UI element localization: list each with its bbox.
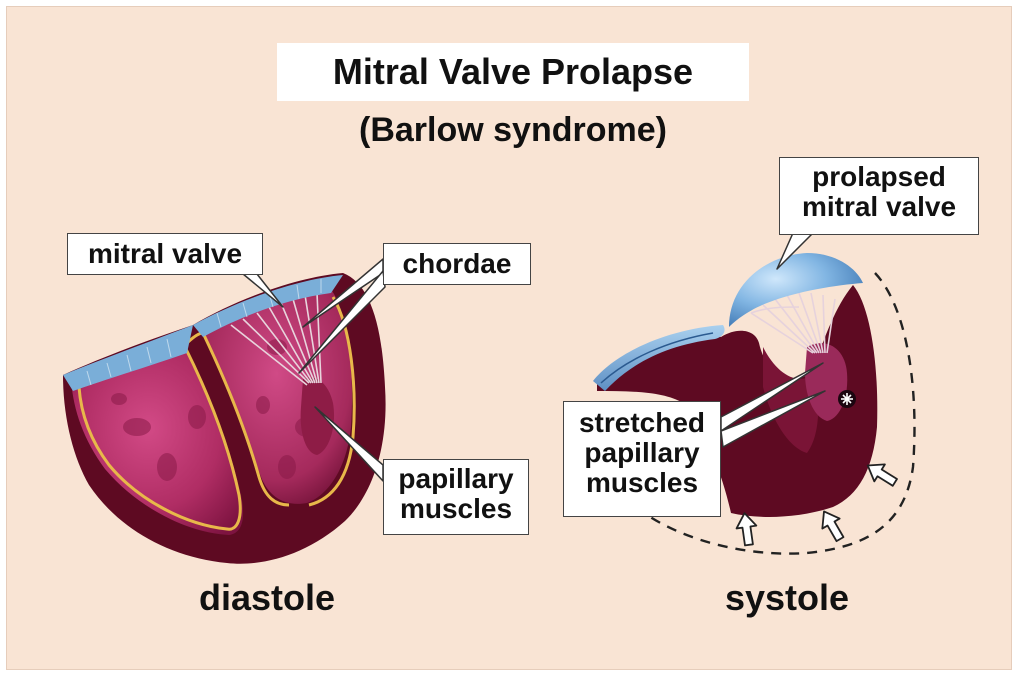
label-stretched-line3: muscles bbox=[564, 468, 720, 498]
illustration bbox=[7, 7, 1011, 669]
label-papillary-muscles: papillary muscles bbox=[383, 459, 529, 535]
systole-rupture-mark bbox=[838, 390, 856, 408]
label-prolapsed-mitral-valve: prolapsed mitral valve bbox=[779, 157, 979, 235]
caption-diastole: diastole bbox=[167, 577, 367, 619]
label-stretched-papillary-muscles: stretched papillary muscles bbox=[563, 401, 721, 517]
label-papillary-line1: papillary bbox=[384, 464, 528, 494]
label-prolapsed-line2: mitral valve bbox=[780, 192, 978, 222]
arrow-2 bbox=[815, 506, 848, 544]
page-title: Mitral Valve Prolapse bbox=[277, 43, 749, 101]
label-papillary-line2: muscles bbox=[384, 494, 528, 524]
label-stretched-line1: stretched bbox=[564, 408, 720, 438]
label-mitral-valve: mitral valve bbox=[67, 233, 263, 275]
label-chordae: chordae bbox=[383, 243, 531, 285]
diagram-canvas: Mitral Valve Prolapse (Barlow syndrome) … bbox=[6, 6, 1012, 670]
arrow-1 bbox=[735, 512, 759, 546]
diastole-heart bbox=[63, 273, 386, 564]
caption-systole: systole bbox=[697, 577, 877, 619]
page-subtitle: (Barlow syndrome) bbox=[307, 111, 719, 150]
label-stretched-line2: papillary bbox=[564, 438, 720, 468]
label-prolapsed-line1: prolapsed bbox=[780, 162, 978, 192]
